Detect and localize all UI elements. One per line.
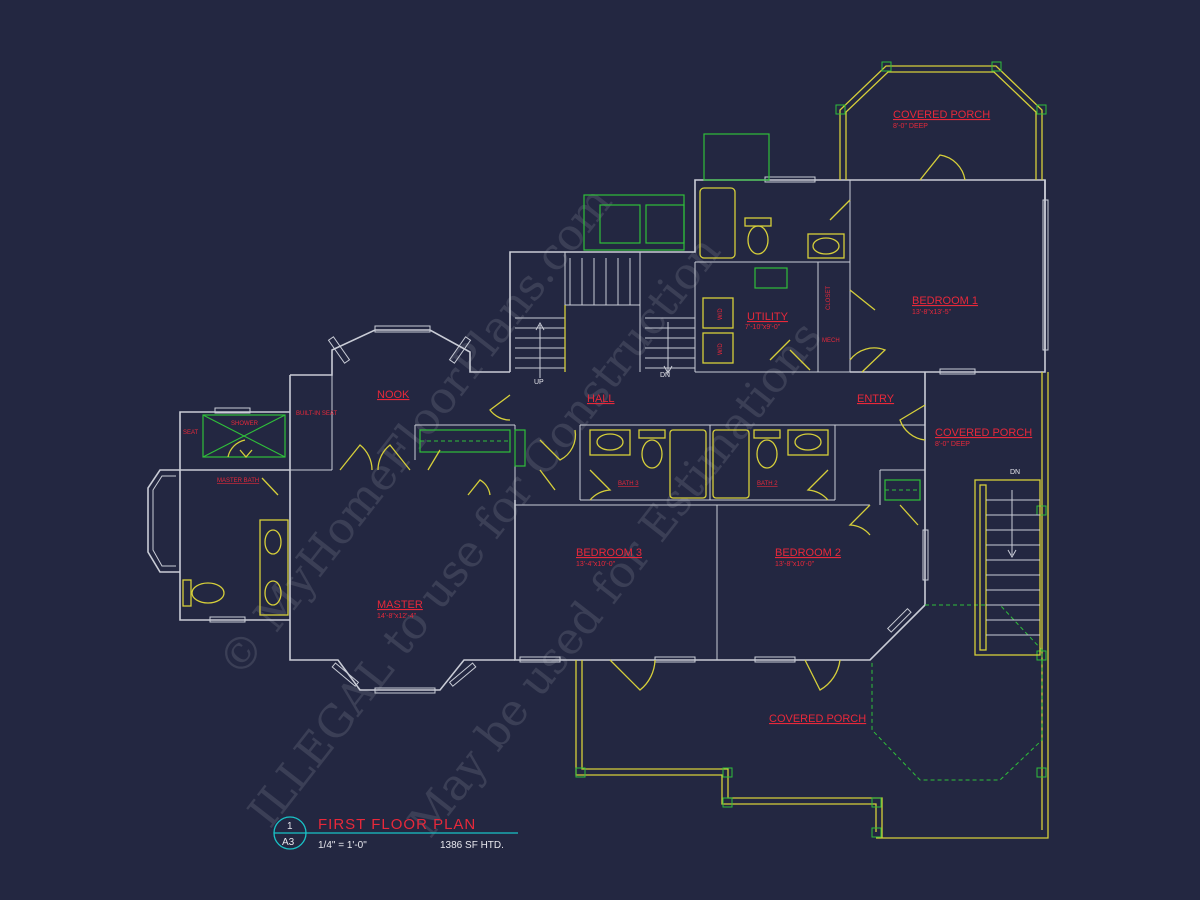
size-bedroom-3: 13'-4"x10'-0" xyxy=(576,561,616,568)
exterior-stair xyxy=(974,479,1041,656)
label-nook: NOOK xyxy=(377,389,410,401)
label-covered-porch-right: COVERED PORCH xyxy=(935,427,1032,439)
heated-area: 1386 SF HTD. xyxy=(440,840,504,851)
label-wd-2: W/D xyxy=(718,343,724,355)
drawing-scale: 1/4" = 1'-0" xyxy=(318,840,367,851)
interior-stairs xyxy=(515,258,695,378)
label-stair-down-interior: DN xyxy=(660,372,670,379)
size-master: 14'-8"x12'-4" xyxy=(377,613,417,620)
label-utility: UTILITY xyxy=(747,311,789,323)
watermark: © MyHomeFloorPlans.com ILLEGAL to use fo… xyxy=(208,177,831,847)
label-hall: HALL xyxy=(587,393,615,405)
title-block: 1 A3 FIRST FLOOR PLAN 1/4" = 1'-0" 1386 … xyxy=(273,816,518,851)
size-covered-porch-top: 8'-0" DEEP xyxy=(893,123,928,130)
size-utility: 7'-10"x9'-0" xyxy=(745,324,781,331)
label-bedroom-1: BEDROOM 1 xyxy=(912,295,978,307)
label-master-bath: MASTER BATH xyxy=(217,478,259,484)
label-entry: ENTRY xyxy=(857,393,895,405)
label-mech: MECH xyxy=(822,338,840,344)
exterior-cabinets xyxy=(583,133,788,289)
label-shower: SHOWER xyxy=(231,421,259,427)
porch-top-outline xyxy=(835,61,1047,180)
porch-bottom-outline xyxy=(575,604,1043,838)
sheet-number: 1 xyxy=(287,821,293,832)
drawing-title: FIRST FLOOR PLAN xyxy=(318,816,476,833)
size-bedroom-2: 13'-8"x10'-0" xyxy=(775,561,815,568)
size-covered-porch-right: 8'-0" DEEP xyxy=(935,441,970,448)
size-bedroom-1: 13'-8"x13'-5" xyxy=(912,309,952,316)
interior-walls xyxy=(290,180,925,660)
doors xyxy=(227,154,966,691)
label-wd-1: W/D xyxy=(718,308,724,320)
label-covered-porch-top: COVERED PORCH xyxy=(893,109,990,121)
label-stair-up: UP xyxy=(534,379,544,386)
label-stair-down-exterior: DN xyxy=(1010,469,1020,476)
label-closet: CLOSET xyxy=(826,286,832,310)
label-covered-porch-bottom: COVERED PORCH xyxy=(769,713,866,725)
label-master: MASTER xyxy=(377,599,423,611)
fixtures xyxy=(182,187,921,616)
porch-right-outline xyxy=(876,372,1049,839)
label-bedroom-3: BEDROOM 3 xyxy=(576,547,642,559)
label-seat: SEAT xyxy=(183,430,199,436)
label-built-in-seat: BUILT-IN SEAT xyxy=(296,411,337,417)
label-bedroom-2: BEDROOM 2 xyxy=(775,547,841,559)
room-labels: COVERED PORCH 8'-0" DEEP BEDROOM 1 13'-8… xyxy=(183,109,1032,725)
label-bath-2: BATH 2 xyxy=(757,481,778,487)
label-bath-3: BATH 3 xyxy=(618,481,639,487)
sheet-ref: A3 xyxy=(282,837,295,848)
windows xyxy=(209,176,1049,694)
